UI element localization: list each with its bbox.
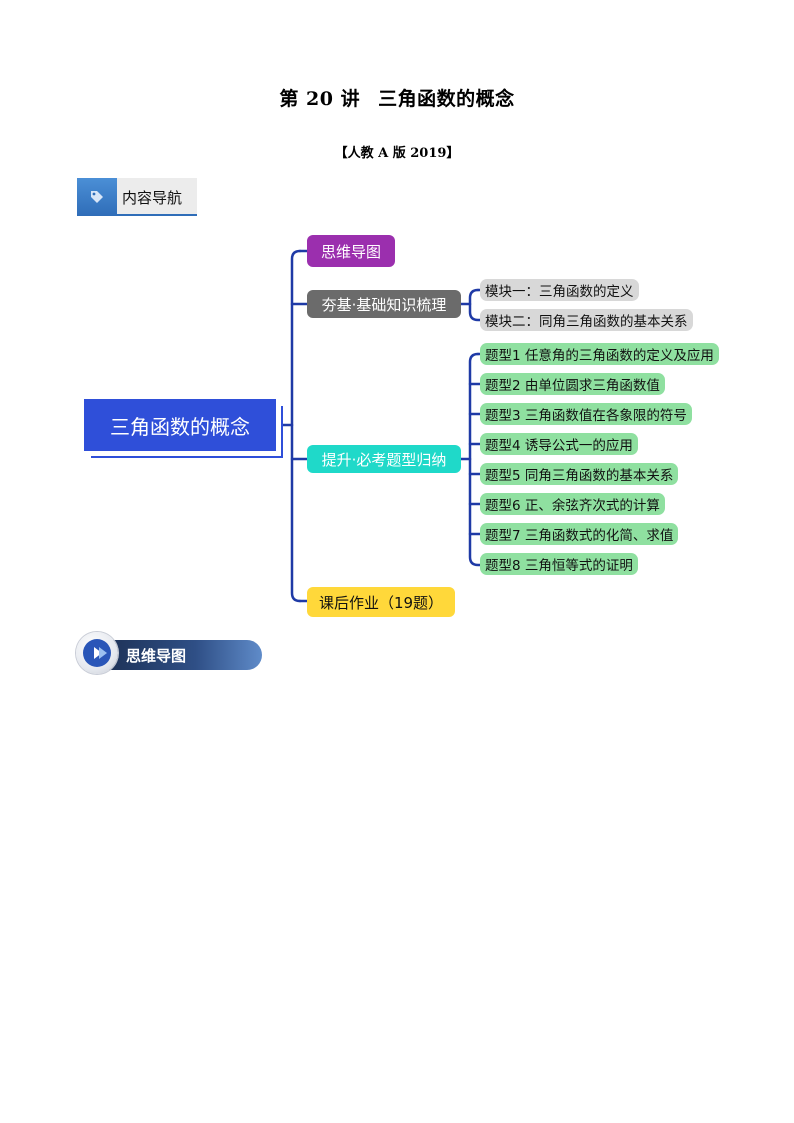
question-type-5[interactable]: 题型5 同角三角函数的基本关系 (480, 463, 679, 485)
question-type-2[interactable]: 题型2 由单位圆求三角函数值 (480, 373, 665, 395)
nav-tab-accent (77, 178, 117, 216)
question-type-1[interactable]: 题型1 任意角的三角函数的定义及应用 (480, 343, 719, 365)
play-icon (94, 647, 107, 659)
nav-tab-label: 内容导航 (122, 189, 183, 207)
mindmap-root: 三角函数的概念 (84, 399, 276, 451)
lecture-number: 第 20 讲 (279, 88, 361, 110)
module-1[interactable]: 模块一：三角函数的定义 (480, 279, 639, 301)
banner-label: 思维导图 (126, 647, 187, 665)
page-title: 第 20 讲三角函数的概念 (0, 84, 794, 111)
section-banner-mindmap: 思维导图 (76, 630, 266, 674)
question-type-3[interactable]: 题型3 三角函数值在各象限的符号 (480, 403, 692, 425)
question-type-4[interactable]: 题型4 诱导公式一的应用 (480, 433, 638, 455)
branch-question-types[interactable]: 提升·必考题型归纳 (307, 445, 461, 473)
banner-bar (96, 640, 262, 670)
nav-tab-body (117, 178, 197, 216)
branch-homework[interactable]: 课后作业（19题） (307, 587, 455, 617)
question-type-6[interactable]: 题型6 正、余弦齐次式的计算 (480, 493, 665, 515)
question-type-7[interactable]: 题型7 三角函数式的化简、求值 (480, 523, 679, 545)
edition-label: 【人教 A 版 2019】 (334, 146, 460, 161)
tag-icon (91, 191, 103, 203)
question-type-8[interactable]: 题型8 三角恒等式的证明 (480, 553, 638, 575)
branch-basic-knowledge[interactable]: 夯基·基础知识梳理 (307, 290, 461, 318)
content-nav-tab: 内容导航 (77, 178, 199, 216)
module-2[interactable]: 模块二：同角三角函数的基本关系 (480, 309, 693, 331)
lecture-title: 三角函数的概念 (378, 88, 515, 110)
branch-mindmap[interactable]: 思维导图 (307, 235, 395, 267)
banner-badge (76, 632, 118, 674)
